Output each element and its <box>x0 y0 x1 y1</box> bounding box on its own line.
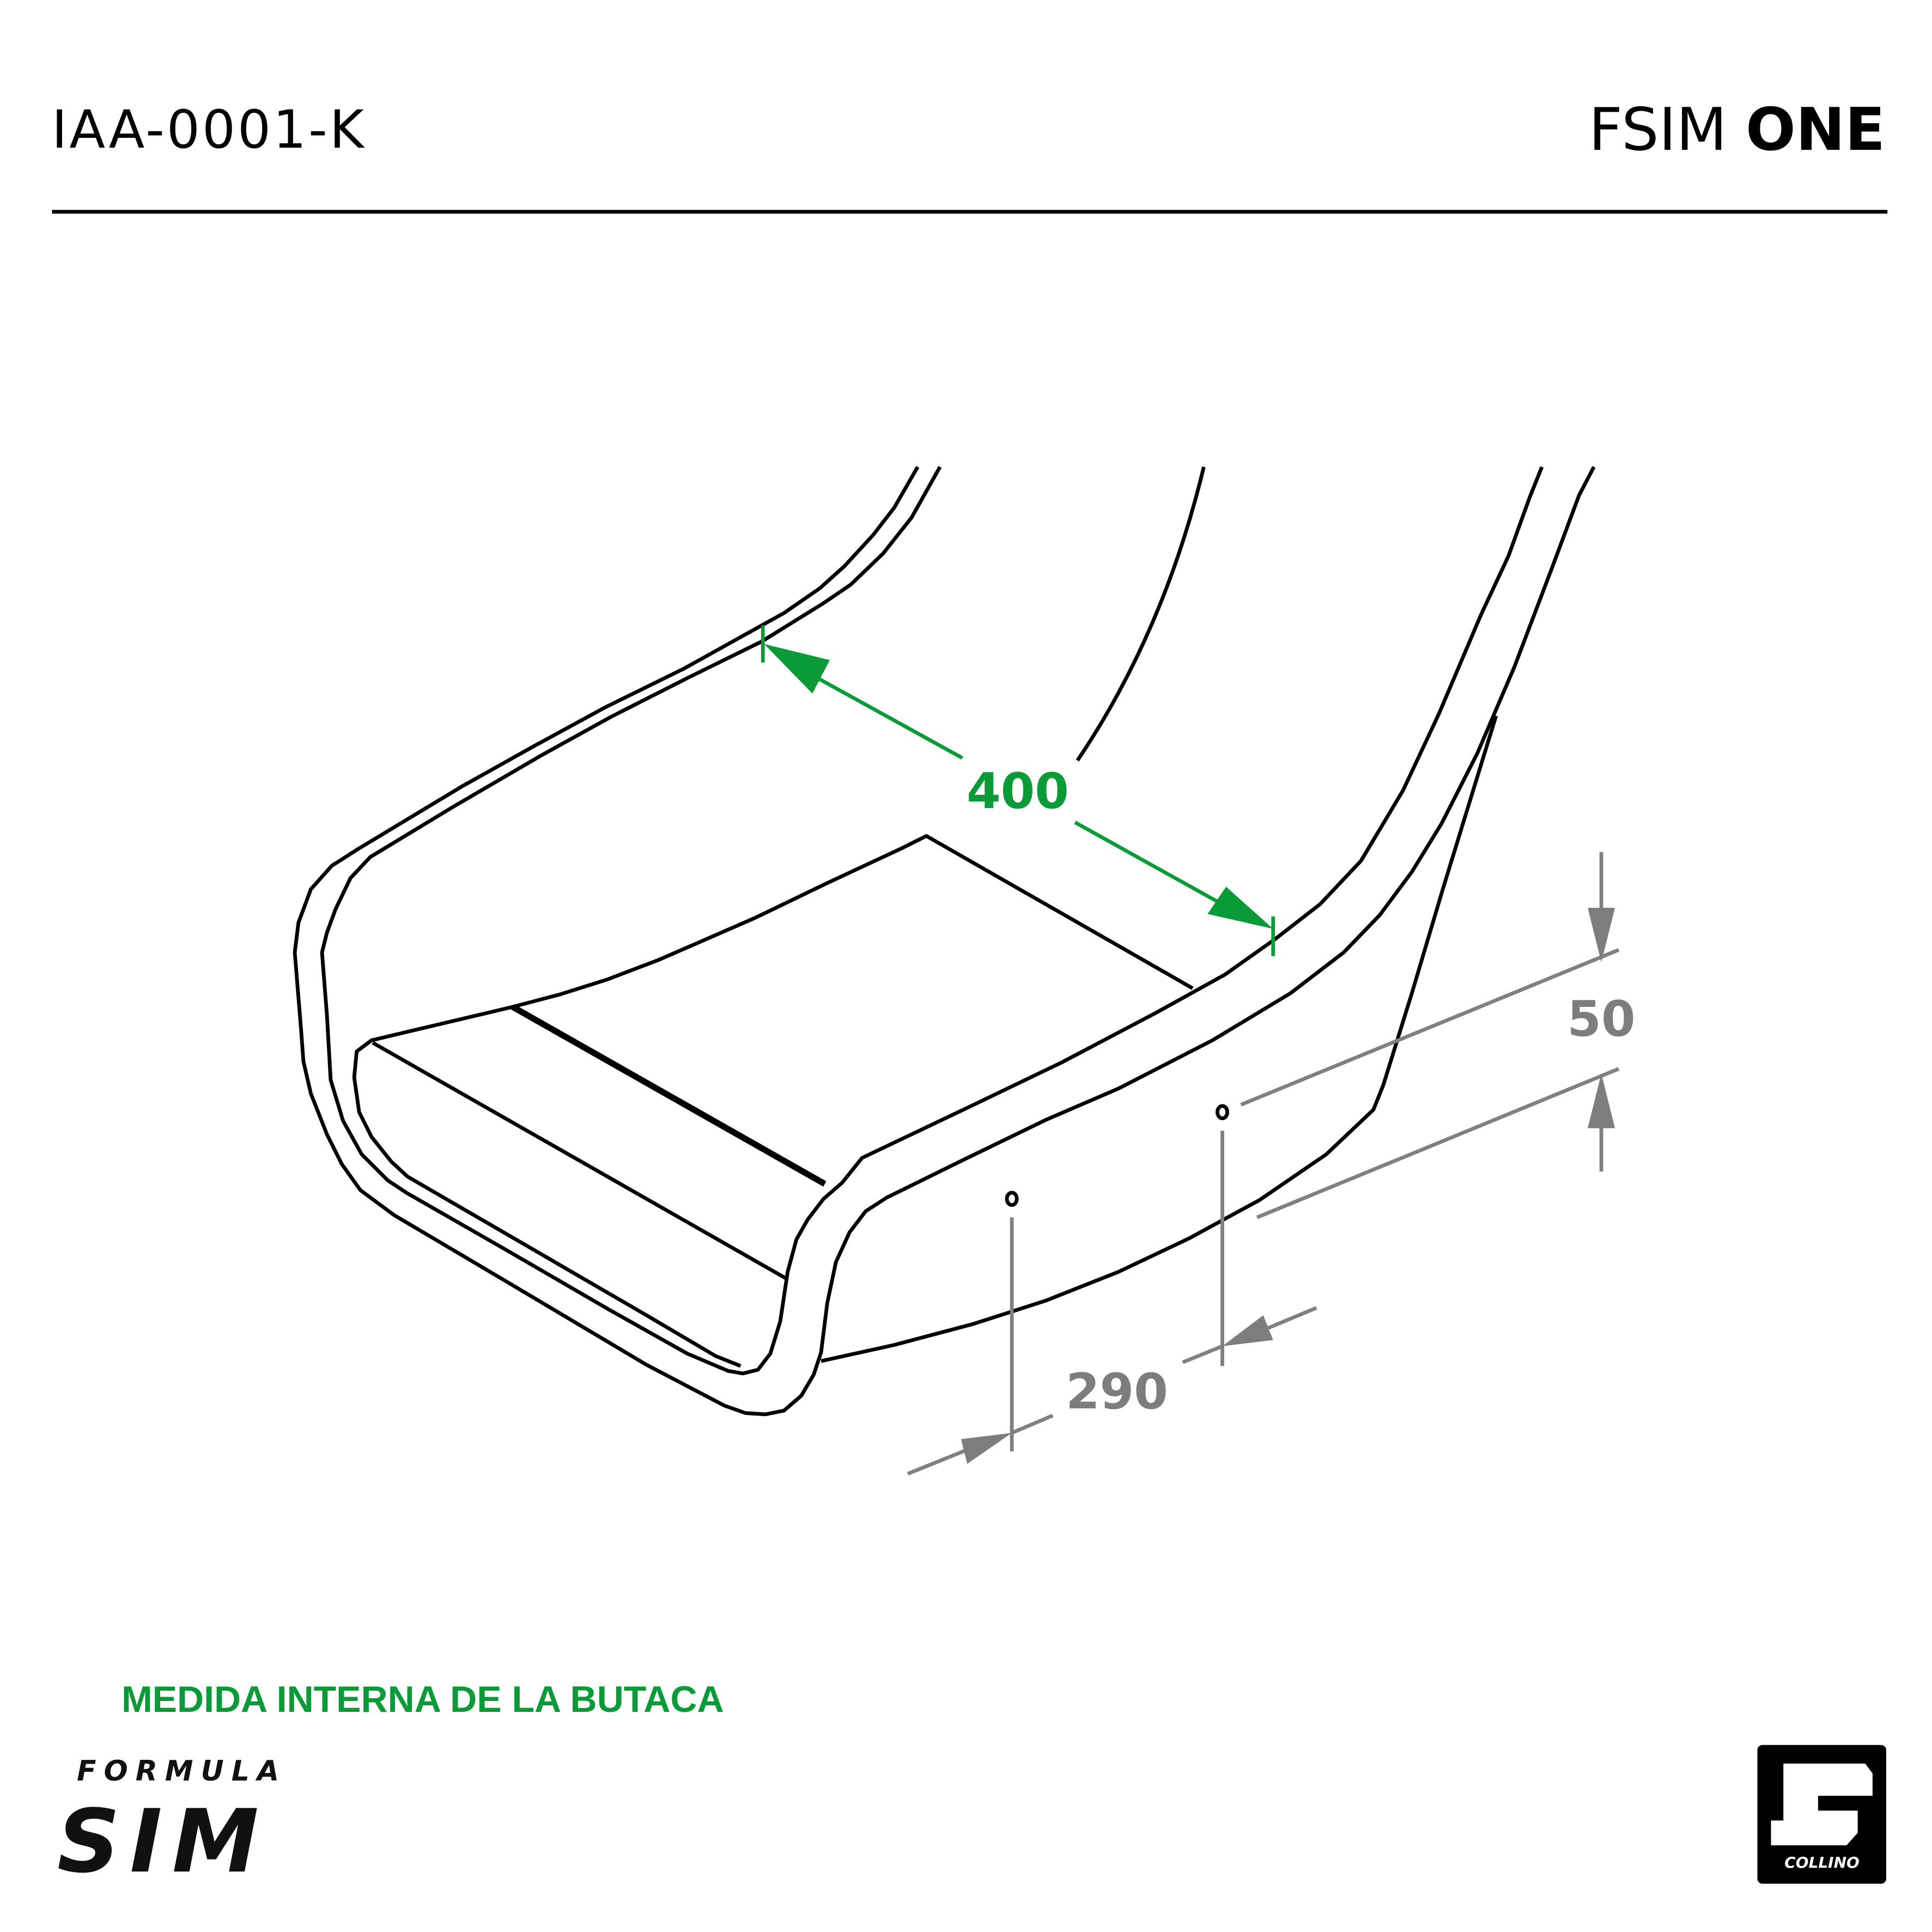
product-title-bold: ONE <box>1746 96 1885 164</box>
mounting-hole <box>1005 1190 1019 1207</box>
mounting-hole <box>1216 1104 1230 1120</box>
seat-outline <box>293 466 1596 1417</box>
width-dimension-label: 400 <box>967 763 1069 820</box>
product-title: FSIM ONE <box>1589 101 1885 160</box>
dimension-50-lines <box>1240 852 1620 1219</box>
collino-logo-mark <box>1757 1745 1886 1884</box>
dimension-290-lines <box>907 1131 1317 1476</box>
dimension-400-lines <box>761 625 1275 956</box>
part-code: IAA-0001-K <box>52 99 366 160</box>
formula-logo-text: FORMULA <box>77 1755 287 1788</box>
product-title-light: FSIM <box>1588 96 1727 164</box>
hole-spacing-label: 290 <box>1066 1363 1168 1420</box>
sim-logo-text: SIM <box>57 1790 269 1892</box>
footer-note: MEDIDA INTERNA DE LA BUTACA <box>121 1679 724 1720</box>
collino-logo-text: COLLINO <box>1784 1854 1860 1872</box>
hole-height-label: 50 <box>1567 991 1636 1048</box>
